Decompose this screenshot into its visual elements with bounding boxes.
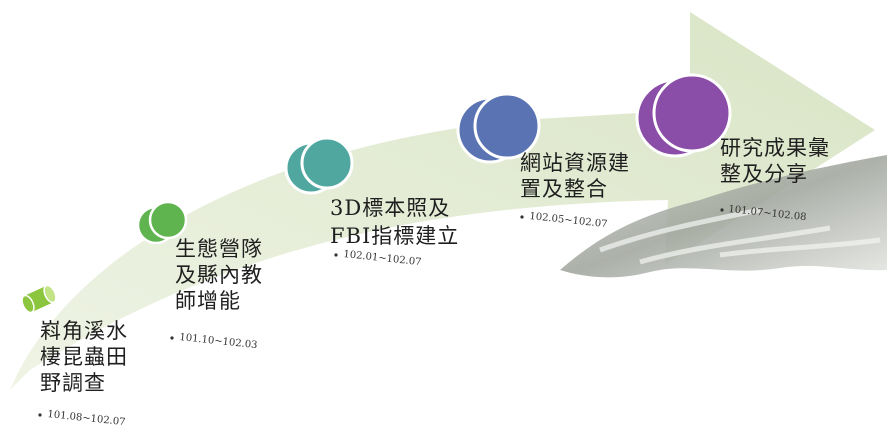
date-bullet [520, 215, 524, 219]
date-bullet [334, 253, 338, 257]
date-bullet [170, 336, 174, 340]
purple-circle-icon [635, 73, 732, 158]
stage-3-title: 3D標本照及 FBI指標建立 [330, 196, 460, 248]
date-bullet [720, 208, 724, 212]
stage-2-title: 生態營隊 及縣內教 師增能 [175, 237, 263, 313]
date-bullet [38, 413, 42, 417]
stage-5-title: 研究成果彙 整及分享 [720, 136, 830, 186]
blue-circle-icon [456, 92, 541, 164]
green-cylinder-icon [21, 284, 57, 314]
stream-highlights [599, 207, 881, 265]
stage-1-title: 嵙角溪水 棲昆蟲田 野調查 [40, 319, 128, 395]
stage-4-title: 網站資源建 置及整合 [520, 151, 630, 201]
timeline-arrow [10, 12, 875, 390]
green-circle-icon [136, 200, 188, 245]
teal-circle-icon [284, 136, 354, 195]
